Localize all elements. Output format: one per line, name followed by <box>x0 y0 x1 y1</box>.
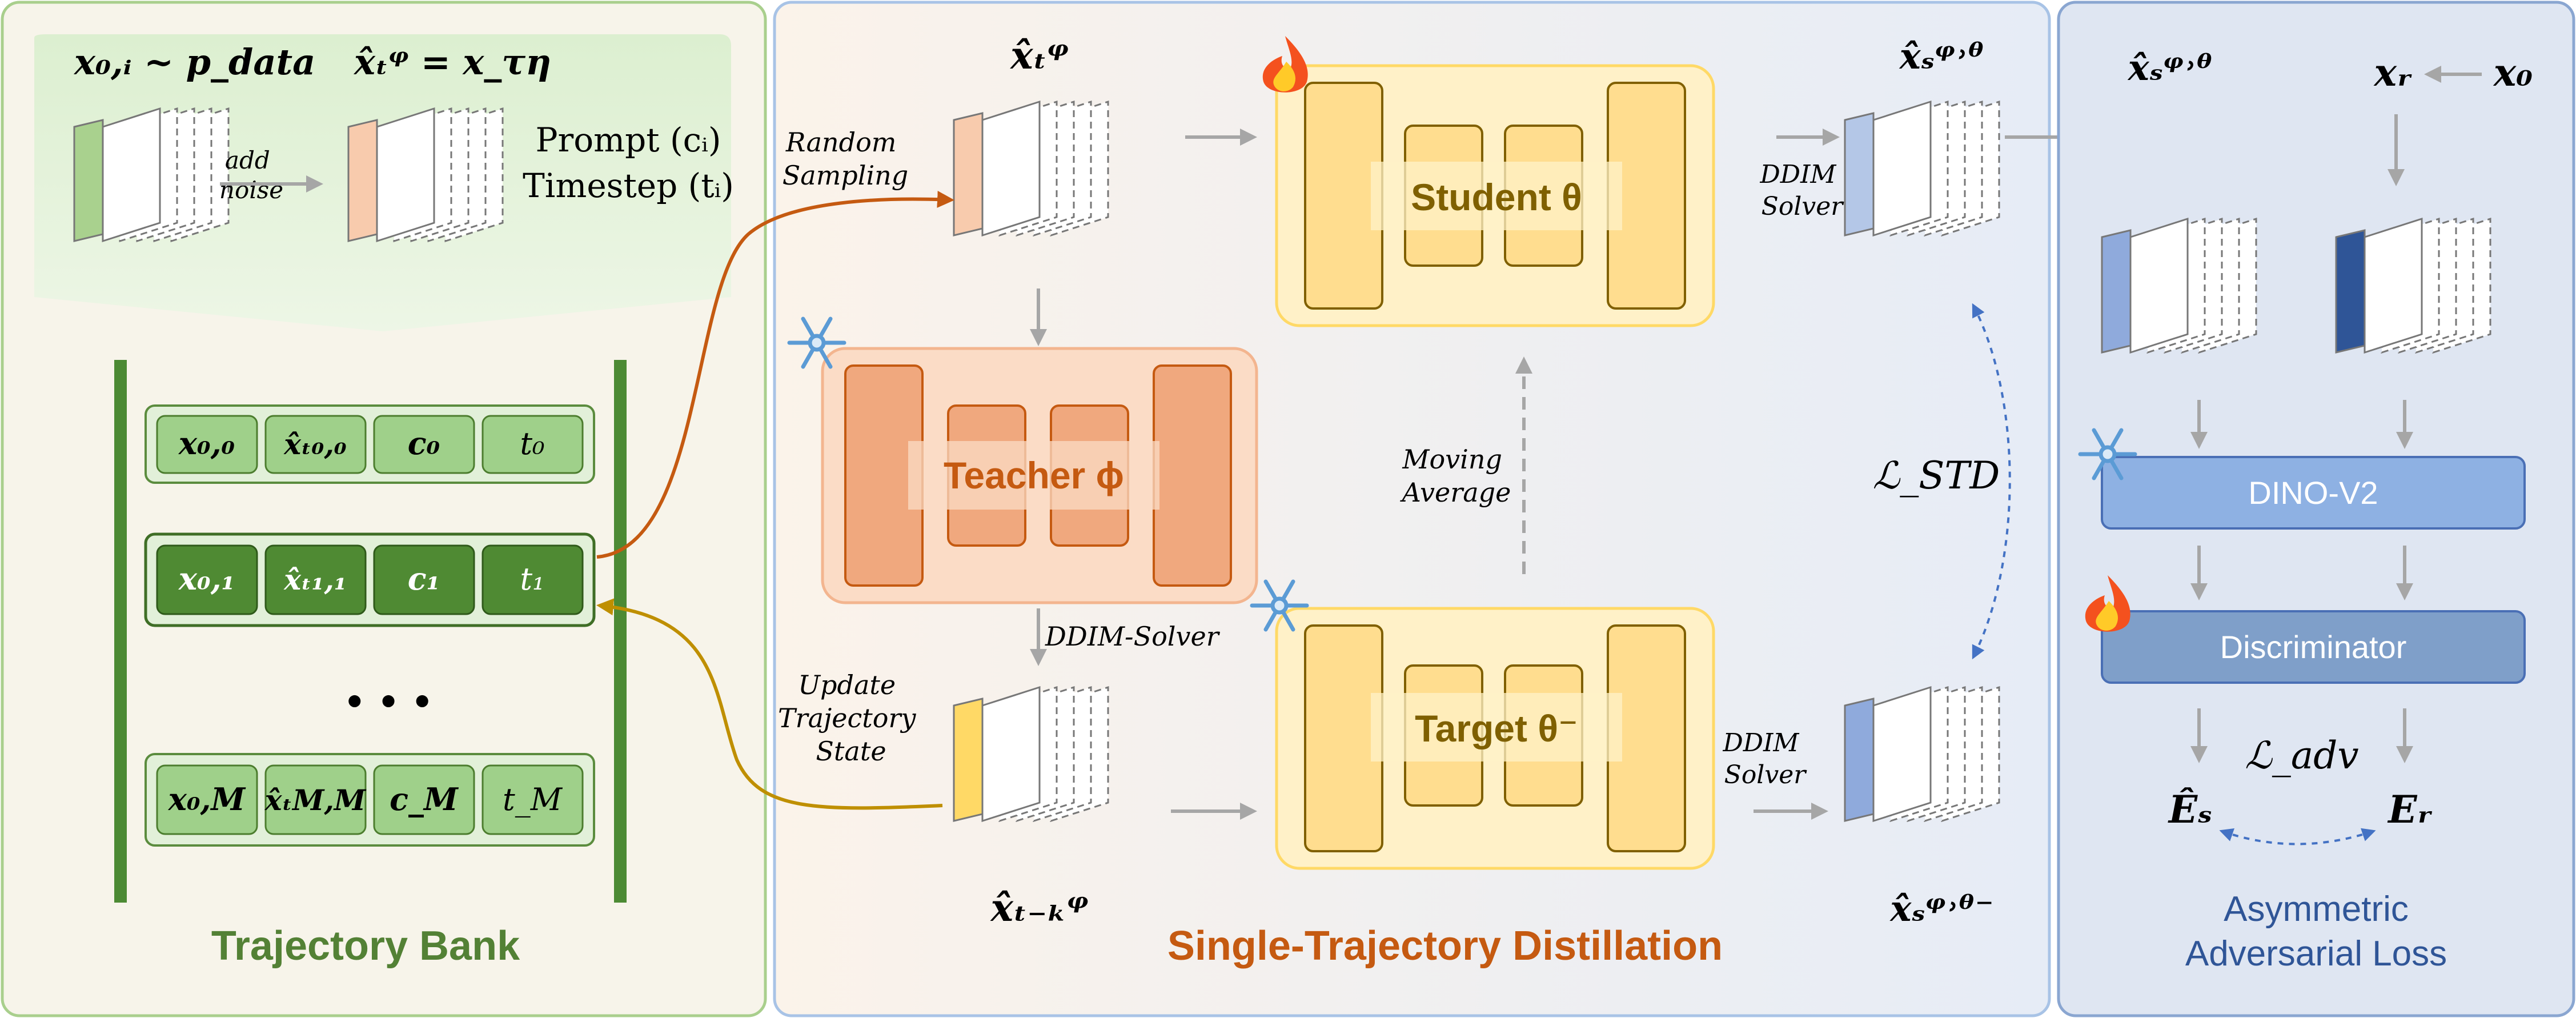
rowm-xhat: x̂ₜM,M <box>264 783 367 817</box>
ddim-solver-teacher-label: DDIM-Solver <box>1045 621 1221 652</box>
snowflake-icon <box>1250 579 1309 632</box>
xtk-label: x̂ₜ₋ₖᵠ <box>990 885 1089 930</box>
rowm-c: c_M <box>390 781 459 817</box>
bank-row-m[interactable]: x₀,M x̂ₜM,M c_M t_M <box>145 753 595 847</box>
student-label: Student θ <box>1411 176 1582 218</box>
bank-row-0[interactable]: x₀,₀ x̂ₜ₀,₀ c₀ t₀ <box>145 404 595 484</box>
student-block[interactable]: Student θ <box>1275 64 1715 327</box>
row1-t: t₁ <box>520 561 544 597</box>
adv-xs-label: x̂ₛᵠ˒ᶿ <box>2127 47 2213 89</box>
xtk-image-stack <box>953 686 1109 823</box>
xs-student-stack <box>1844 100 2000 237</box>
moving-average-label: Moving Average <box>1400 444 1511 508</box>
es-label: Êₛ <box>2168 787 2212 832</box>
noised-image-stack <box>347 107 504 243</box>
ddim-solver-top-line-1: DDIM <box>1760 160 1837 189</box>
row0-xhat: x̂ₜ₀,₀ <box>283 427 347 461</box>
ddim-solver-bottom-line-1: DDIM <box>1723 728 1800 758</box>
row0-t: t₀ <box>520 426 544 462</box>
xs-target-stack <box>1844 686 2000 823</box>
ddim-solver-bottom-line-2: Solver <box>1724 760 1808 789</box>
prompt-label: Prompt (cᵢ) <box>536 121 721 159</box>
ddim-solver-top-label: DDIM Solver <box>1760 160 1845 221</box>
rowm-x0: x₀,M <box>168 781 247 817</box>
target-block[interactable]: Target θ⁻ <box>1275 607 1715 870</box>
discriminator-block[interactable]: Discriminator <box>2101 610 2526 684</box>
dino-label: DINO-V2 <box>2248 475 2378 511</box>
row0-x0: x₀,₀ <box>178 425 235 462</box>
random-sampling-label: Random Sampling <box>783 127 909 191</box>
update-trajectory-arrow <box>596 598 943 810</box>
row1-c: c₁ <box>408 560 440 597</box>
row0-c: c₀ <box>408 425 440 462</box>
ddim-solver-bottom-label: DDIM Solver <box>1723 728 1808 789</box>
sampling-label: x₀,ᵢ ~ p_data <box>73 41 315 83</box>
update-trajectory-label: Update Trajectory State <box>778 670 924 767</box>
dino-v2-block[interactable]: DINO-V2 <box>2101 456 2526 530</box>
er-label: Eᵣ <box>2387 787 2433 832</box>
fire-icon <box>2085 575 2130 632</box>
adv-title-line-1: Asymmetric <box>2224 889 2409 929</box>
fire-icon <box>1262 36 1308 93</box>
timestep-label: Timestep (tᵢ) <box>523 166 734 205</box>
add-noise-label: add noise <box>219 146 283 204</box>
random-sampling-line-2: Sampling <box>783 160 909 191</box>
adv-real-stack <box>2335 217 2491 354</box>
update-trajectory-line-1: Update <box>798 670 896 700</box>
teacher-label: Teacher ϕ <box>944 454 1124 496</box>
xt-label: x̂ₜᵠ <box>1009 33 1068 78</box>
adv-fake-stack <box>2101 217 2257 354</box>
std-panel: x̂ₜᵠ Random Sampling Teacher ϕ <box>596 1 2051 1017</box>
noised-label: x̂ₜᵠ = x_τη <box>353 41 551 83</box>
add-noise-line-1: add <box>225 146 270 174</box>
snowflake-icon <box>2078 428 2137 480</box>
row1-xhat: x̂ₜ₁,₁ <box>283 563 347 596</box>
bank-row-1[interactable]: x₀,₁ x̂ₜ₁,₁ c₁ t₁ <box>144 532 596 627</box>
random-sampling-line-1: Random <box>785 127 897 158</box>
adv-title-line-2: Adversarial Loss <box>2185 934 2447 973</box>
ddim-solver-top-line-2: Solver <box>1762 192 1845 221</box>
target-label: Target θ⁻ <box>1415 707 1578 750</box>
moving-average-line-2: Average <box>1400 477 1511 508</box>
adv-loss-label: ℒ_adv <box>2245 734 2358 777</box>
xt-image-stack <box>953 100 1109 237</box>
update-trajectory-line-3: State <box>816 736 886 767</box>
moving-average-line-1: Moving <box>1402 444 1502 475</box>
trajectory-bank-title: Trajectory Bank <box>211 923 520 969</box>
discriminator-label: Discriminator <box>2220 629 2407 665</box>
random-sampling-arrow <box>596 190 954 559</box>
row1-x0: x₀,₁ <box>178 560 235 597</box>
bank-ellipsis: • • • <box>344 683 434 723</box>
xs-student-label: x̂ₛᵠ˒ᶿ <box>1899 35 1984 77</box>
snowflake-icon <box>787 316 846 369</box>
std-loss-label: ℒ_STD <box>1873 454 2000 498</box>
clean-image-stack <box>73 107 230 243</box>
update-trajectory-line-2: Trajectory <box>778 703 917 734</box>
std-loss-arrow <box>1972 303 2011 660</box>
bank-right-rail <box>614 360 627 903</box>
std-title: Single-Trajectory Distillation <box>1167 923 1723 969</box>
xs-target-label: x̂ₛᵠ˒ᶿ⁻ <box>1889 888 1993 929</box>
x0-label: x₀ <box>2493 50 2533 95</box>
bank-left-rail <box>114 360 127 903</box>
adv-panel: x̂ₛᵠ˒ᶿ xᵣ x₀ DINO-V2 <box>2057 1 2575 1017</box>
trajectory-bank-panel: x₀,ᵢ ~ p_data x̂ₜᵠ = x_τη add noise Prom… <box>1 1 767 1017</box>
rowm-t: t_M <box>503 781 563 817</box>
add-noise-line-2: noise <box>219 176 283 204</box>
teacher-block[interactable]: Teacher ϕ <box>821 347 1258 604</box>
xr-label: xᵣ <box>2373 50 2413 95</box>
